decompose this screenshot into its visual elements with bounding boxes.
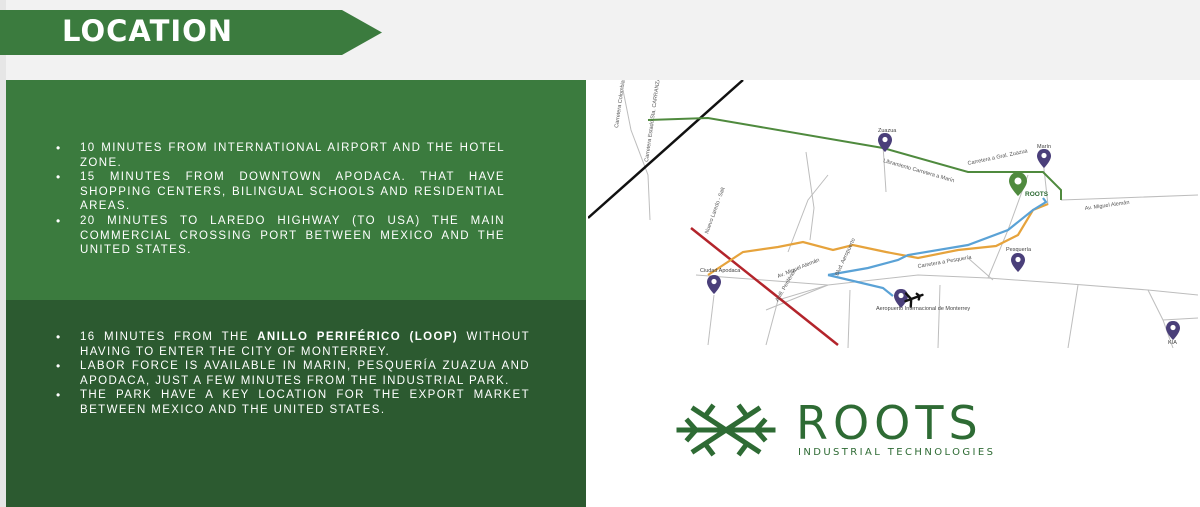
pin-roots-icon <box>1009 172 1027 196</box>
airplane-icon <box>904 292 924 308</box>
bullet-airport: 10 MINUTES FROM INTERNATIONAL AIRPORT AN… <box>56 141 505 170</box>
bullet-periferico-pre: 16 MINUTES FROM THE <box>80 331 258 343</box>
bullet-list-top: 10 MINUTES FROM INTERNATIONAL AIRPORT AN… <box>56 141 505 258</box>
left-edge <box>0 0 6 507</box>
map-label-libramiento: Libramiento Carretera a Marín <box>882 158 954 184</box>
map-place-apodaca: Ciudad Apodaca <box>700 268 741 274</box>
map-place-kia: KIA <box>1168 340 1177 346</box>
map-label-miguel-aleman-west: Av. Miguel Alemán <box>777 257 821 279</box>
bullet-labor: LABOR FORCE IS AVAILABLE IN MARIN, PESQU… <box>56 359 530 388</box>
map-place-marin: Marín <box>1037 144 1051 150</box>
bullet-downtown: 15 MINUTES FROM DOWNTOWN APODACA. THAT H… <box>56 170 505 214</box>
bullet-periferico-bold: ANILLO PERIFÉRICO (LOOP) <box>257 331 459 343</box>
bullet-export: THE PARK HAVE A KEY LOCATION FOR THE EXP… <box>56 388 530 417</box>
title-banner <box>0 10 382 55</box>
map-place-airport: Aeropuerto Internacional de Monterrey <box>876 306 970 312</box>
map-label-nuevo-laredo: Nuevo Laredo - Salt <box>704 186 727 234</box>
map-label-colombia-top: Carretera Colombia <box>614 80 627 128</box>
location-map: Carretera Colombia Carretera Estado Sta.… <box>588 80 1198 348</box>
map-place-pesqueria: Pesquería <box>1006 247 1032 253</box>
bullet-laredo: 20 MINUTES TO LAREDO HIGHWAY (TO USA) TH… <box>56 214 505 258</box>
logo-tagline: INDUSTRIAL TECHNOLOGIES <box>798 447 996 458</box>
roots-logo-icon <box>676 403 776 457</box>
page-title: LOCATION <box>62 14 234 48</box>
map-place-zuazua: Zuazua <box>878 128 897 134</box>
map-label-zuazua-road: Carretera a Gral. Zuazua <box>967 148 1029 167</box>
map-place-roots: ROOTS <box>1025 191 1049 198</box>
map-label-miguel-aleman-east: Av. Miguel Alemán <box>1084 200 1129 212</box>
bullet-periferico-post: WITHOUT HAVING TO ENTER THE CITY OF MONT… <box>80 331 530 358</box>
pin-apodaca-icon <box>707 275 721 294</box>
pin-pesqueria-icon <box>1011 253 1025 272</box>
bullet-periferico: 16 MINUTES FROM THE ANILLO PERIFÉRICO (L… <box>56 330 530 359</box>
pin-kia-icon <box>1166 321 1180 340</box>
logo-wordmark: ROOTS <box>796 396 983 450</box>
bullet-list-bottom: 16 MINUTES FROM THE ANILLO PERIFÉRICO (L… <box>56 330 530 418</box>
pin-marin-icon <box>1037 149 1051 168</box>
